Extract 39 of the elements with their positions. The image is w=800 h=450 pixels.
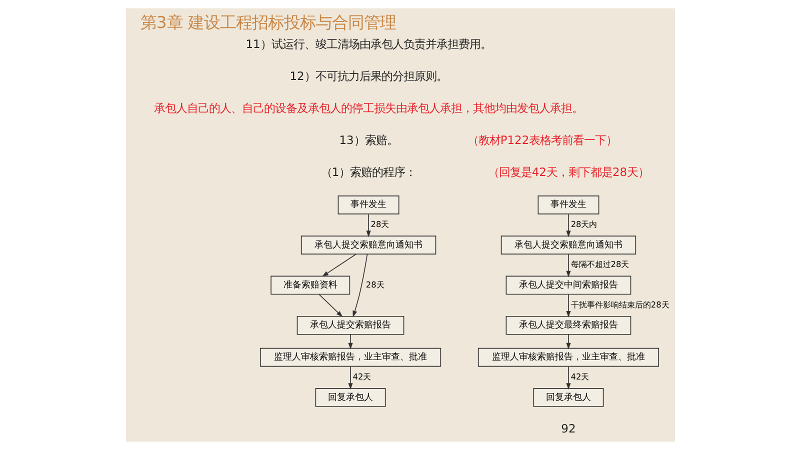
node-box: 事件发生 bbox=[337, 196, 399, 214]
arrow bbox=[566, 366, 570, 390]
label: （1）索赔的程序： bbox=[320, 165, 416, 179]
edge-label: 28天 bbox=[370, 219, 389, 230]
edge-label: 28天 bbox=[365, 279, 384, 290]
arrow bbox=[366, 214, 370, 238]
arrow bbox=[321, 254, 356, 277]
node-box: 监理人审核索赔报告，业主审查、批准 bbox=[259, 348, 441, 367]
edge-label: 干扰事件影响结束后的28天 bbox=[570, 299, 669, 310]
edge-label: 42天 bbox=[570, 371, 589, 382]
node-box: 监理人审核索赔报告，业主审查、批准 bbox=[477, 348, 659, 367]
arrow bbox=[566, 334, 570, 350]
label: 12）不可抗力后果的分担原则。 bbox=[289, 69, 447, 84]
node-box: 承包人提交中间索赔报告 bbox=[505, 276, 631, 295]
node-box: 准备索赔资料 bbox=[270, 276, 350, 295]
node-box: 事件发生 bbox=[537, 196, 599, 214]
arrow bbox=[348, 366, 352, 390]
arrow bbox=[566, 214, 570, 238]
node-box: 承包人提交索赔意向通知书 bbox=[300, 236, 436, 254]
label: 11）试运行、竣工清场由承包人负责并承担费用。 bbox=[245, 37, 491, 52]
label: 13）索赔。 bbox=[338, 133, 398, 148]
node-box: 回复承包人 bbox=[532, 388, 604, 407]
label: （教材P122表格考前看一下） bbox=[466, 133, 617, 148]
edge-label: 28天内 bbox=[570, 219, 597, 230]
arrow bbox=[566, 254, 570, 278]
node-box: 回复承包人 bbox=[314, 388, 386, 407]
arrow bbox=[352, 254, 368, 318]
edge-label: 42天 bbox=[352, 371, 371, 382]
arrow bbox=[566, 294, 570, 318]
arrow bbox=[348, 334, 352, 350]
diagram-title: 第3章 建设工程招标投标与合同管理 bbox=[140, 12, 396, 32]
node-box: 承包人提交索赔意向通知书 bbox=[500, 236, 636, 254]
arrow bbox=[318, 294, 342, 318]
node-box: 承包人提交最终索赔报告 bbox=[505, 316, 631, 335]
label: （回复是42天，剩下都是28天） bbox=[487, 165, 649, 179]
node-box: 承包人提交索赔报告 bbox=[296, 316, 404, 335]
label: 92 bbox=[560, 421, 576, 436]
label: 承包人自己的人、自己的设备及承包人的停工损失由承包人承担，其他均由发包人承担。 bbox=[154, 101, 583, 116]
edge-label: 每隔不超过28天 bbox=[570, 259, 629, 270]
